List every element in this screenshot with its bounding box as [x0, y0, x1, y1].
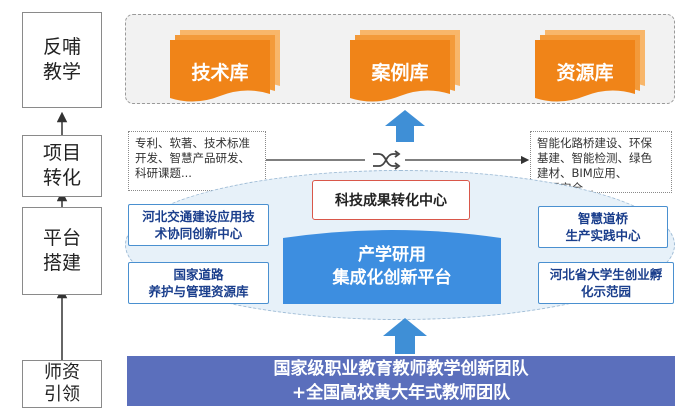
box-hebei-incubation-park: 河北省大学生创业孵 化示范园: [538, 262, 674, 304]
platform-line-2: 集成化创新平台: [332, 268, 452, 288]
repository-case: 案例库: [350, 28, 470, 103]
repository-tech: 技术库: [170, 28, 290, 103]
central-platform-shape: [283, 230, 501, 304]
repository-label: 资源库: [556, 62, 614, 84]
document-stack-icon: [350, 30, 460, 102]
bar-line-2: +全国高校黄大年式教师团队: [291, 383, 511, 403]
shuffle-icon: [373, 150, 401, 170]
up-arrow-icon: [385, 110, 425, 142]
repository-label: 案例库: [371, 62, 429, 84]
transfer-center-box: 科技成果转化中心: [312, 180, 470, 220]
repository-label: 技术库: [191, 62, 249, 84]
box-hebei-transport-center: 河北交通建设应用技 术协同创新中心: [128, 204, 269, 246]
label-teacher-leading: 师资 引领: [22, 360, 102, 408]
label-project-conversion: 项目 转化: [22, 135, 102, 197]
label-platform-building: 平台 搭建: [22, 207, 102, 295]
document-stack-icon: [535, 30, 645, 102]
platform-line-1: 产学研用: [358, 245, 426, 265]
repository-resource: 资源库: [535, 28, 655, 103]
central-platform-text: 产学研用 集成化创新平台: [283, 244, 501, 290]
teacher-team-bar: 国家级职业教育教师教学创新团队 +全国高校黄大年式教师团队: [127, 356, 675, 406]
bar-line-1: 国家级职业教育教师教学创新团队: [273, 359, 529, 379]
document-stack-icon: [170, 30, 280, 102]
box-national-road-resource: 国家道路 养护与管理资源库: [128, 262, 269, 304]
box-smart-bridge-center: 智慧道桥 生产实践中心: [538, 206, 668, 248]
up-arrow-icon: [383, 318, 427, 354]
note-outputs: 专利、软著、技术标准 开发、智慧产品研发、 科研课题...: [128, 131, 266, 191]
label-feedback-teaching: 反哺 教学: [22, 12, 102, 108]
